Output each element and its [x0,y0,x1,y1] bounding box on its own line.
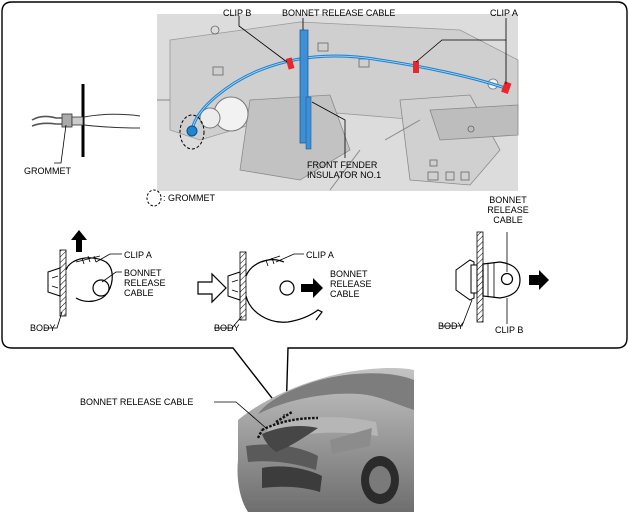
detail-3-clip-b [440,231,549,327]
engine-bay-photo [157,14,519,191]
detail-1-clip-a-label: CLIP A [124,250,152,260]
detail-3-clip-b-label: CLIP B [495,325,524,335]
outline-right-arrow-icon [197,272,227,304]
detail-1-body-label: BODY [30,323,56,333]
grommet-legend-icon [146,189,162,207]
bonnet-release-cable-label-top: BONNET RELEASE CABLE [282,8,396,18]
clip-a-marker-1 [413,61,419,73]
clip-b-marker [285,57,295,70]
detail-1-cable-label: BONNET RELEASE CABLE [124,268,166,298]
right-arrow-icon [301,278,323,298]
front-fender-insulator-label: FRONT FENDER INSULATOR NO.1 [307,160,382,180]
clip-b-label: CLIP B [223,8,252,18]
grommet-dashed-circle-icon [179,114,205,150]
grommet-marker [186,125,198,137]
grommet-label: GROMMET [24,166,71,176]
vehicle-bonnet-release-cable-label: BONNET RELEASE CABLE [80,397,194,407]
front-fender-insulator [299,29,309,144]
detail-2-cable-label: BONNET RELEASE CABLE [330,269,372,299]
detail-3-cable-label: BONNET RELEASE CABLE [487,195,529,225]
detail-3-body-label: BODY [438,321,464,331]
clip-a-marker-2 [501,81,512,95]
right-arrow-icon-2 [529,270,549,290]
up-arrow-icon [71,230,87,252]
grommet-detail [31,84,141,164]
detail-2-clip-a-removed [214,251,323,329]
detail-2-body-label: BODY [214,323,240,333]
car-illustration [214,368,414,512]
grommet-legend-label: : GROMMET [163,193,215,203]
clip-a-label-top: CLIP A [490,8,518,18]
detail-2-clip-a-label: CLIP A [306,250,334,260]
detail-1-clip-a-installed [44,230,122,329]
